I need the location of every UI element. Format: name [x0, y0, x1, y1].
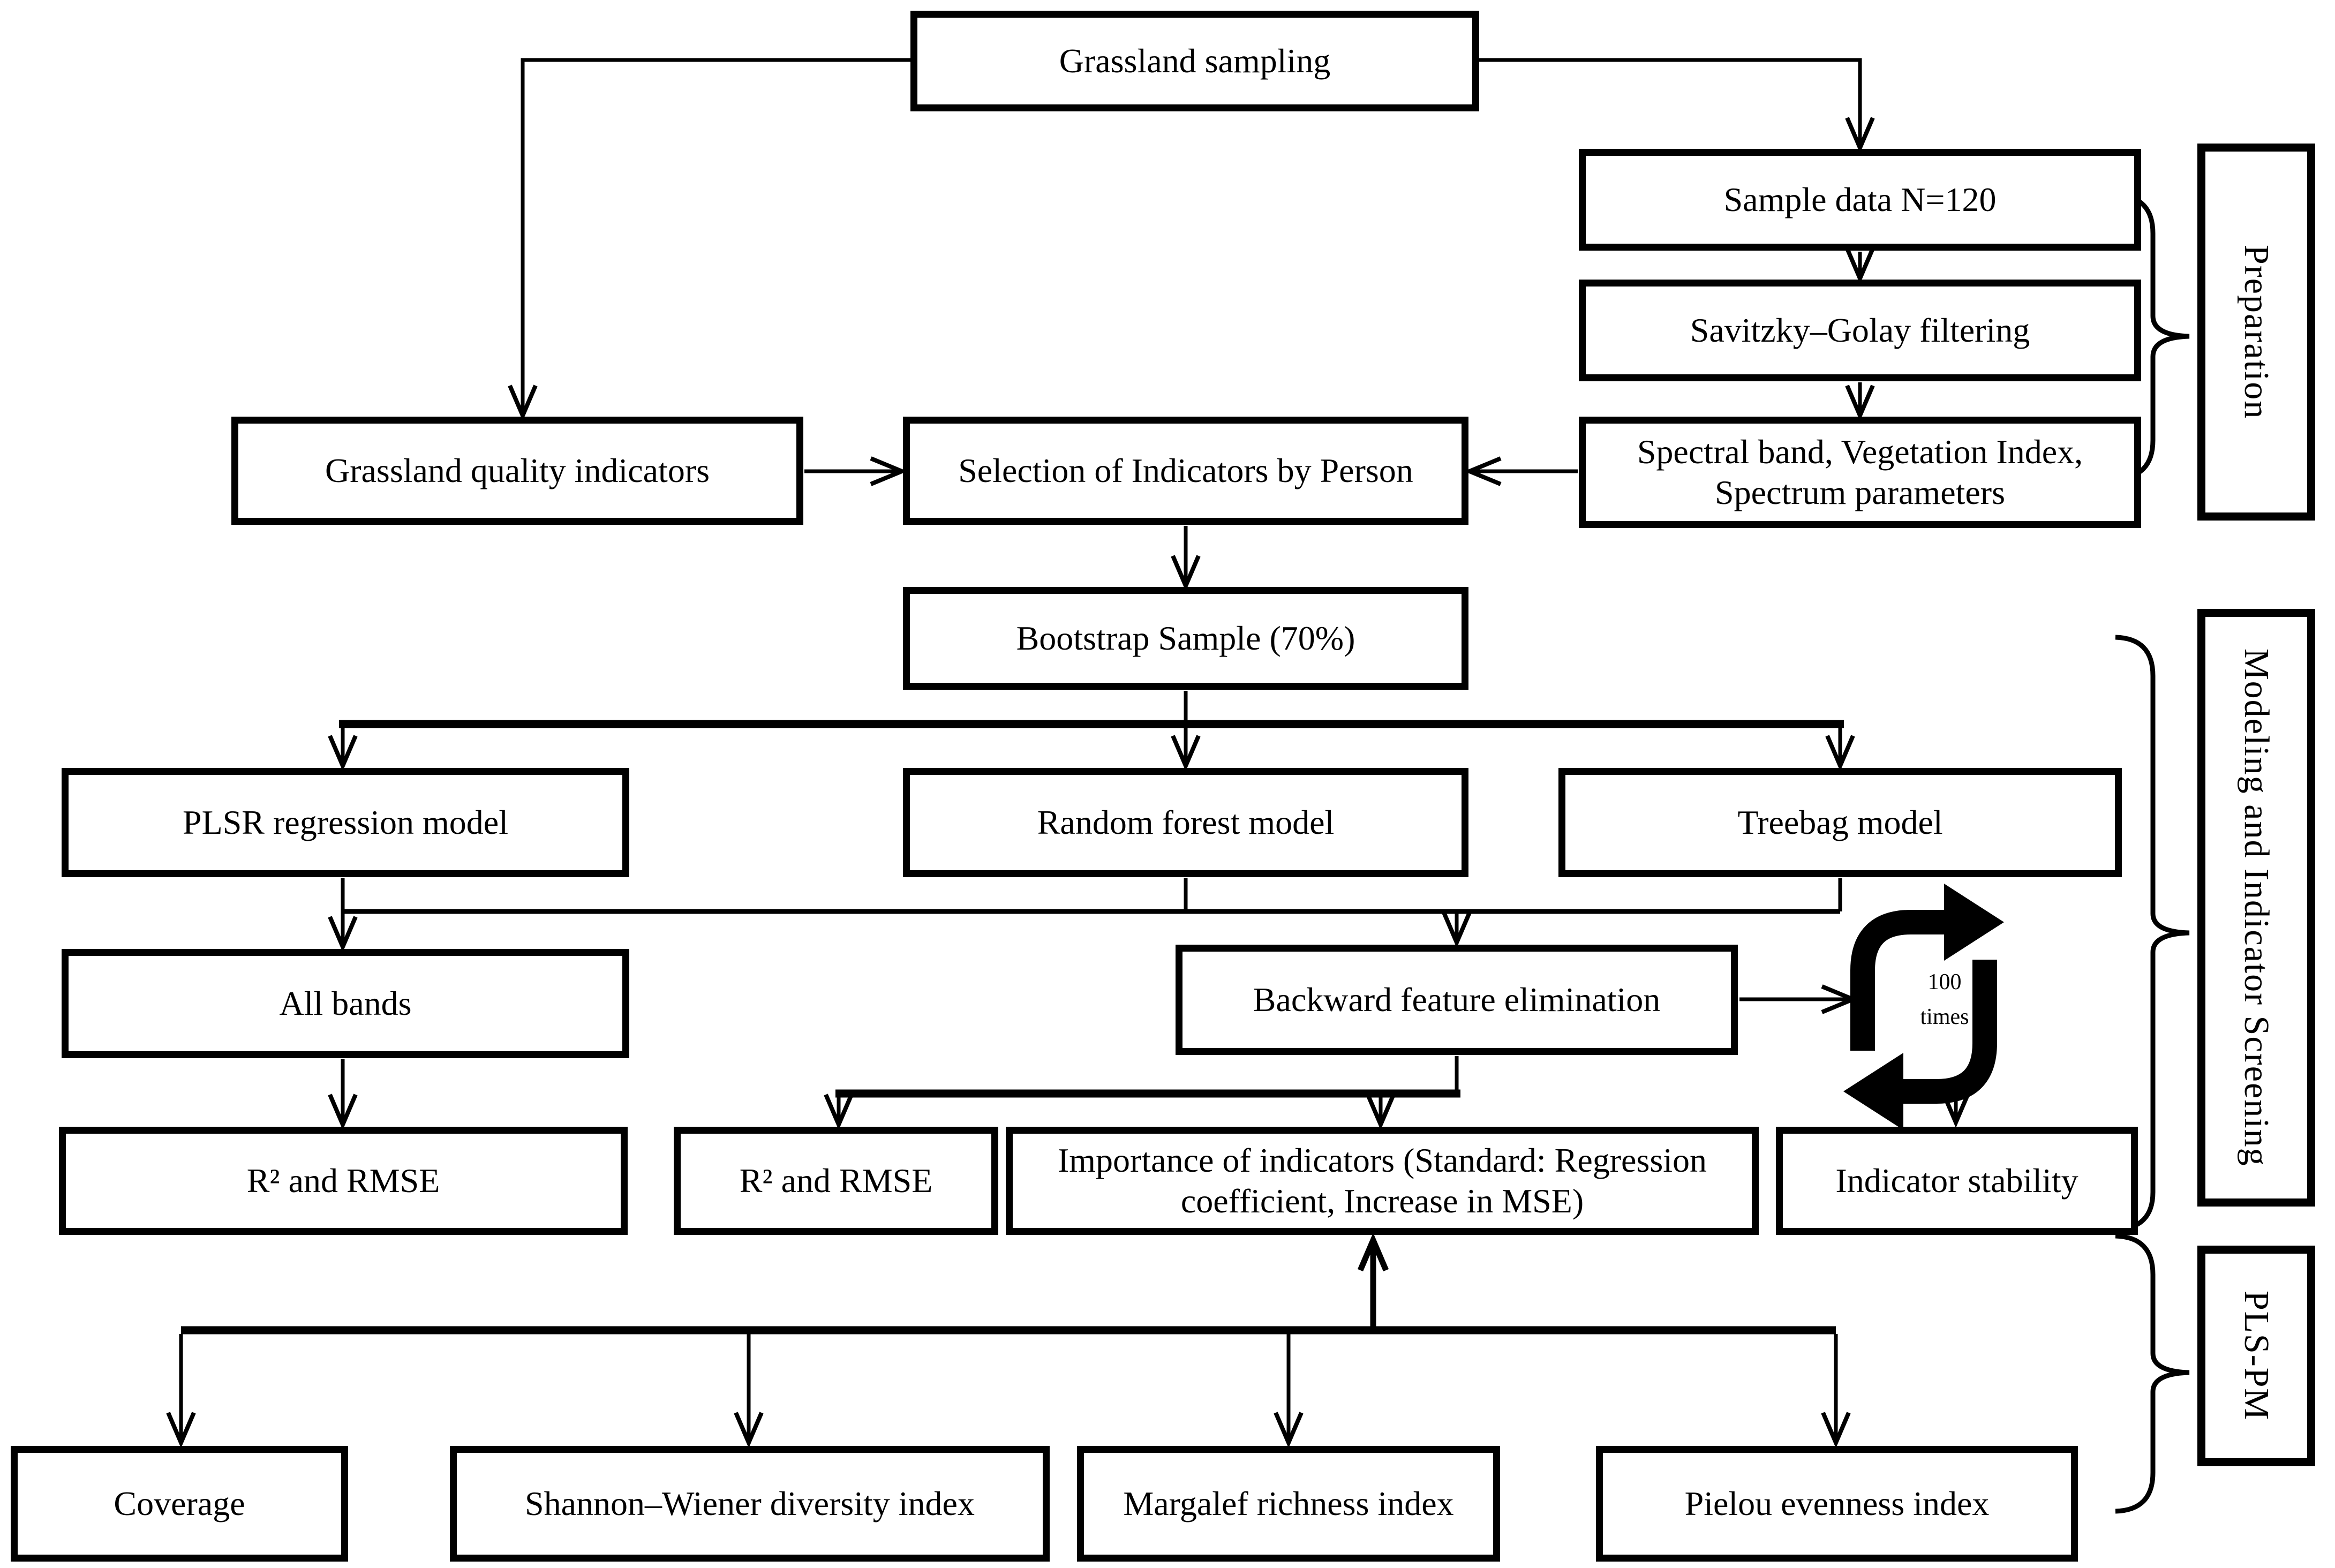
arrowhead-selection-right [1464, 456, 1502, 486]
arrowhead-plsr [328, 735, 358, 772]
brace-plspm [2115, 1233, 2190, 1514]
arrowhead-spectral [1845, 385, 1875, 421]
stage-label-pls-pm: PLS-PM [2197, 1246, 2315, 1466]
node-pielou-index: Pielou evenness index [1596, 1446, 2078, 1562]
brace-preparation [2115, 192, 2190, 481]
loop-icon-bottom-arm [1898, 960, 1997, 1104]
stage-braces [2115, 192, 2190, 1514]
arrowhead-importance-top [1366, 1094, 1396, 1130]
connector-lines [179, 58, 1958, 1443]
line-sampling-to-sampledata [1479, 58, 1862, 148]
arrowhead-sampledata [1845, 117, 1875, 154]
arrowhead-r2-left [328, 1094, 358, 1130]
node-r2-rmse-left: R² and RMSE [59, 1127, 628, 1235]
loop-refresh-icon [1843, 884, 2004, 1130]
node-grassland-quality: Grassland quality indicators [231, 417, 803, 525]
node-bootstrap-sample: Bootstrap Sample (70%) [903, 587, 1468, 690]
loop-icon-left-arrowhead [1843, 1053, 1903, 1130]
loop-icon-top-arm [1850, 910, 1949, 1051]
node-backward-feature-elimination: Backward feature elimination [1176, 945, 1738, 1055]
node-plsr-model: PLSR regression model [62, 768, 629, 877]
arrowhead-treebag [1825, 735, 1855, 772]
brace-modeling [2115, 635, 2190, 1232]
arrowhead-coverage [166, 1412, 196, 1449]
node-savitzky-golay: Savitzky–Golay filtering [1579, 280, 2141, 381]
node-coverage: Coverage [11, 1446, 348, 1562]
node-indicator-stability: Indicator stability [1776, 1127, 2138, 1235]
arrowhead-r2-mid [824, 1094, 854, 1130]
stage-label-modeling-indicator-screening: Modeling and Indicator Screening [2197, 609, 2315, 1207]
loop-icon-right-arrowhead [1944, 884, 2004, 961]
node-random-forest-model: Random forest model [903, 768, 1468, 877]
line-sampling-to-quality [521, 58, 910, 416]
node-treebag-model: Treebag model [1558, 768, 2122, 877]
arrowhead-bootstrap [1171, 555, 1201, 592]
arrowhead-shannon [734, 1412, 764, 1449]
node-shannon-wiener-index: Shannon–Wiener diversity index [450, 1446, 1050, 1562]
node-grassland-sampling: Grassland sampling [910, 11, 1479, 111]
arrowhead-allbands [328, 916, 358, 953]
node-r2-rmse-mid: R² and RMSE [674, 1127, 998, 1235]
arrowheads [166, 117, 1971, 1449]
arrowhead-rf [1171, 735, 1201, 772]
arrowhead-bfe [1442, 911, 1472, 948]
node-spectral-band: Spectral band, Vegetation Index, Spectru… [1579, 417, 2141, 528]
node-all-bands: All bands [62, 949, 629, 1058]
node-sample-data: Sample data N=120 [1579, 149, 2141, 251]
node-selection-by-person: Selection of Indicators by Person [903, 417, 1468, 525]
arrowhead-selection-left [870, 456, 908, 486]
arrowhead-sg [1845, 247, 1875, 284]
node-importance-of-indicators: Importance of indicators (Standard: Regr… [1006, 1127, 1759, 1235]
node-margalef-index: Margalef richness index [1077, 1446, 1500, 1562]
loop-count-label: 100 times [1920, 970, 1969, 1030]
arrowhead-importance-bottom [1357, 1233, 1389, 1272]
arrowhead-quality [508, 385, 538, 421]
arrowhead-margalef [1274, 1412, 1304, 1449]
arrowhead-pielou [1821, 1412, 1851, 1449]
stage-label-preparation: Preparation [2197, 144, 2315, 521]
